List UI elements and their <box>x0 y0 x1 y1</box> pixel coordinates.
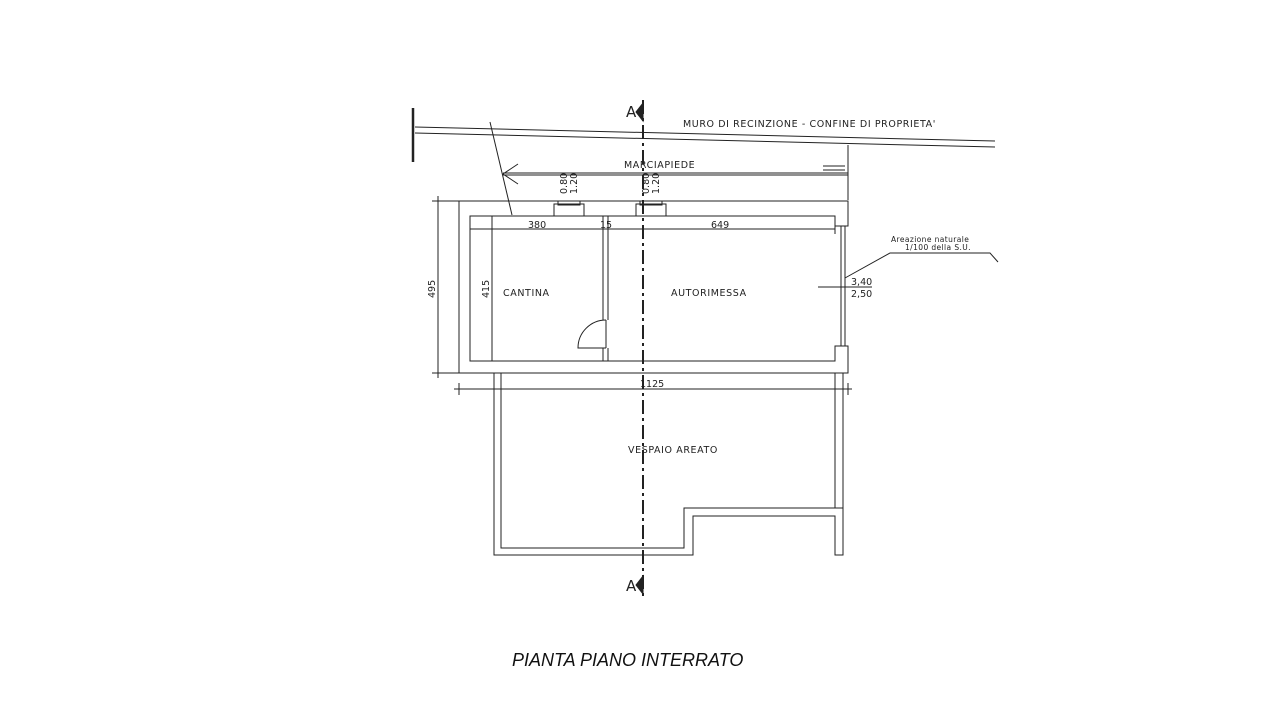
dim-garage-door-height: 2,50 <box>851 289 872 300</box>
section-label-bottom: A <box>626 577 637 595</box>
dim-garage-width: 649 <box>711 220 729 231</box>
dim-total-width: 1125 <box>640 379 664 390</box>
section-label-top: A <box>626 103 637 121</box>
cellar-label: CANTINA <box>503 288 550 299</box>
ventilation-leader <box>844 252 999 279</box>
ventilation-note-line-2: 1/100 della S.U. <box>905 243 971 252</box>
boundary-wall-line <box>414 126 996 142</box>
dim-opening-1-width: 0.80 <box>559 173 570 194</box>
opening-1 <box>553 203 585 217</box>
dim-garage-door-width: 3,40 <box>851 277 872 288</box>
dim-cellar-width: 380 <box>528 220 546 231</box>
sidewalk-label: MARCIAPIEDE <box>624 160 695 171</box>
door-swing <box>577 319 607 349</box>
garage-label: AUTORIMESSA <box>671 288 747 299</box>
dim-inner-depth: 415 <box>481 280 492 298</box>
boundary-wall-line-2 <box>414 132 996 148</box>
dim-opening-2-height: 1.20 <box>651 173 662 194</box>
sidewalk-arrow <box>502 163 519 185</box>
opening-2 <box>635 203 667 217</box>
dim-partition: 15 <box>600 220 612 231</box>
dim-opening-2-width: 0.80 <box>641 173 652 194</box>
drawing-title: PIANTA PIANO INTERRATO <box>512 650 744 670</box>
outer-wall <box>458 200 849 374</box>
boundary-wall-label: MURO DI RECINZIONE - CONFINE DI PROPRIET… <box>683 119 936 130</box>
ventilation-note-line-1: Areazione naturale <box>891 235 969 244</box>
crawl-space-label: VESPAIO AREATO <box>628 445 718 456</box>
section-arrow-top <box>635 101 644 123</box>
section-arrow-bottom <box>635 574 644 596</box>
sidewalk-leader <box>489 121 513 216</box>
dim-outer-depth: 495 <box>427 280 438 298</box>
dim-opening-1-height: 1.20 <box>569 173 580 194</box>
crawl-space-outline <box>493 373 844 556</box>
